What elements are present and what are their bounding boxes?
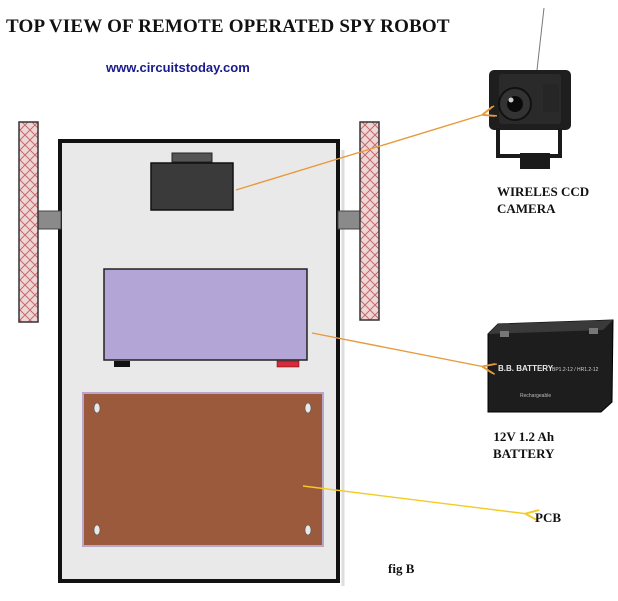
- battery-label-line2: BATTERY: [493, 446, 555, 461]
- ccd-camera-picture: [489, 7, 571, 169]
- pcb-board: [82, 392, 324, 547]
- figure-label: fig B: [388, 561, 415, 576]
- camera-label-line2: CAMERA: [497, 201, 556, 216]
- battery-brand-text: B.B. BATTERY: [498, 364, 554, 373]
- camera-mount: [171, 152, 213, 163]
- pcb-mounting-holes: [93, 402, 312, 536]
- pcb-label: PCB: [535, 510, 561, 525]
- battery-label-line1: 12V 1.2 Ah: [493, 429, 555, 444]
- battery-block: [103, 268, 308, 361]
- website-url: www.circuitstoday.com: [106, 60, 250, 75]
- right-axle: [337, 210, 361, 230]
- battery-caption-text: Rechargeable: [520, 393, 551, 399]
- battery-picture: B.B. BATTERY BP1.2-12 / HR1.2-12 Recharg…: [487, 319, 614, 413]
- left-axle: [36, 210, 62, 230]
- battery-terminal-positive: [276, 360, 300, 368]
- camera-label-line1: WIRELES CCD: [497, 184, 590, 199]
- right-wheel: [359, 121, 380, 321]
- camera-block: [150, 162, 234, 211]
- camera-arrow: [235, 114, 485, 191]
- battery-terminal-negative: [114, 361, 130, 367]
- battery-arrow: [311, 332, 485, 367]
- diagram-title: TOP VIEW OF REMOTE OPERATED SPY ROBOT: [6, 16, 450, 37]
- battery-label: 12V 1.2 Ah BATTERY: [493, 428, 554, 462]
- battery-model-text: BP1.2-12 / HR1.2-12: [552, 367, 599, 373]
- pcb-arrow: [302, 485, 528, 514]
- camera-label: WIRELES CCD CAMERA: [497, 183, 589, 217]
- left-wheel: [18, 121, 39, 323]
